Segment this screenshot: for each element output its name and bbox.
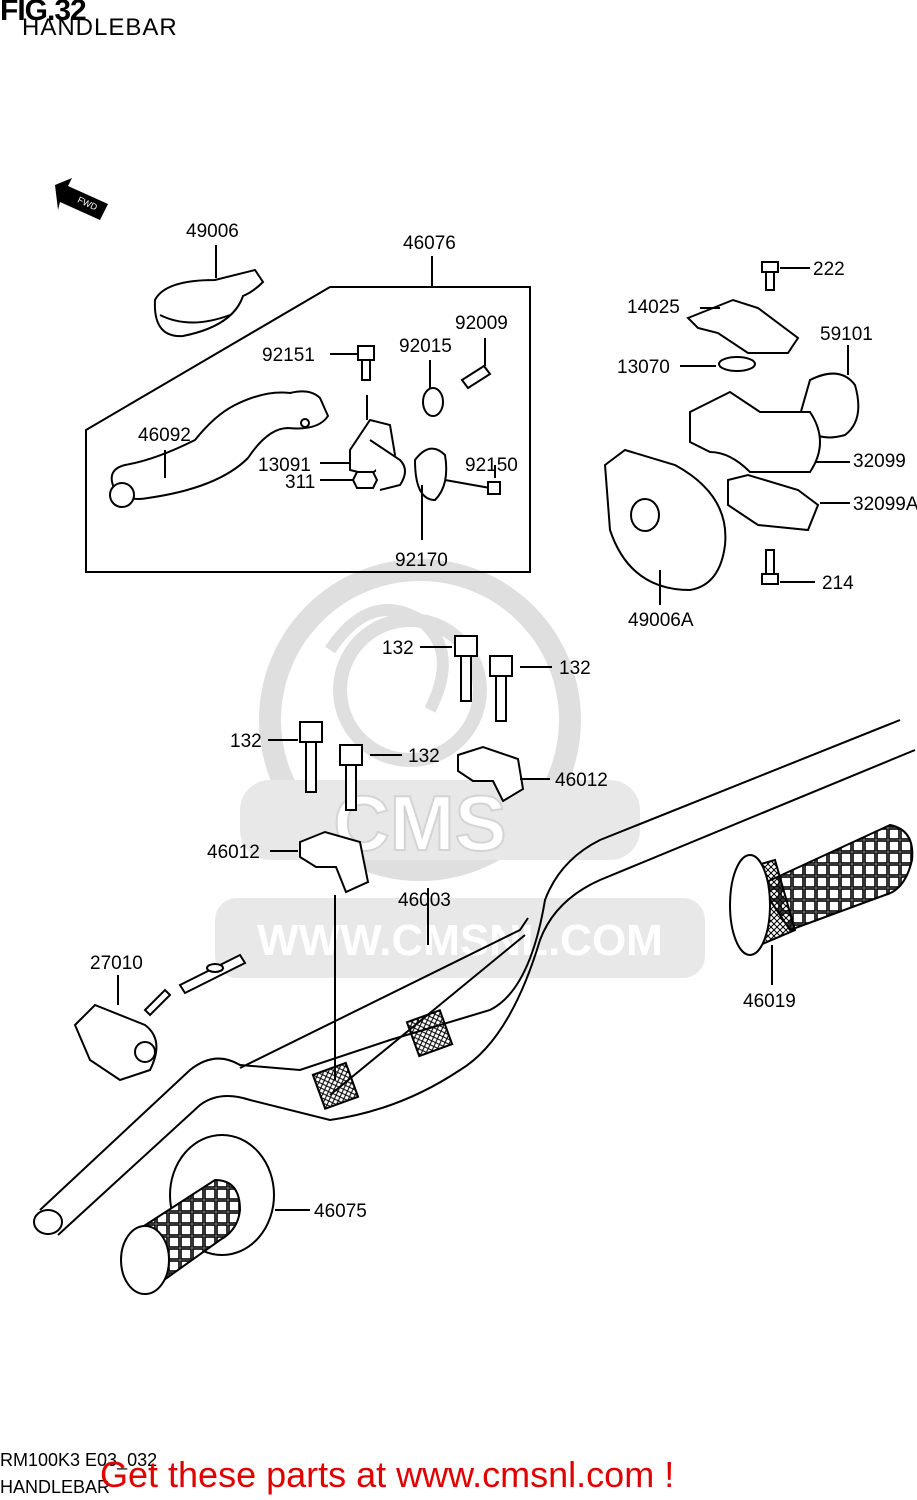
label-92015: 92015 [399, 336, 452, 357]
label-46075: 46075 [314, 1201, 367, 1222]
nut-311-part [320, 471, 379, 489]
label-13091: 13091 [258, 455, 311, 476]
watermark-url: WWW.CMSNL.COM [257, 916, 663, 965]
label-311: 311 [285, 472, 315, 493]
switch-part [73, 953, 247, 1082]
right-grip-part [729, 823, 914, 985]
clutch-lever-part [109, 390, 330, 508]
promo-link[interactable]: Get these parts at www.cmsnl.com ! [100, 1454, 675, 1495]
label-222: 222 [813, 259, 845, 280]
handlebar-clamps [270, 745, 550, 1080]
label-132-d: 132 [408, 746, 440, 767]
label-14025: 14025 [627, 297, 680, 318]
diagram-code: RM100K3 E03_032 [0, 1450, 158, 1470]
label-32099A: 32099A [853, 494, 917, 515]
label-32099: 32099 [853, 451, 906, 472]
handlebar-part [33, 719, 916, 1236]
label-46076: 46076 [403, 233, 456, 254]
label-46012-a: 46012 [555, 770, 608, 791]
figure-number: FIG.32 [0, 0, 87, 27]
label-13070: 13070 [617, 357, 670, 378]
label-92009: 92009 [455, 313, 508, 334]
label-27010: 27010 [90, 953, 143, 974]
label-132-a: 132 [382, 638, 414, 659]
adjuster-parts [422, 338, 492, 417]
footer-title: HANDLEBAR [0, 1477, 111, 1497]
label-92170: 92170 [395, 550, 448, 571]
lever-assembly-box [85, 256, 531, 573]
label-49006A: 49006A [628, 610, 694, 631]
label-92150: 92150 [465, 455, 518, 476]
fwd-arrow-icon: FWD [55, 178, 108, 220]
clamp-bolts [268, 635, 552, 811]
label-46012-b: 46012 [207, 842, 260, 863]
screw-92151-part [330, 345, 375, 381]
lever-holder-part [320, 395, 406, 491]
label-49006: 49006 [186, 221, 239, 242]
label-46003: 46003 [398, 890, 451, 911]
throttle-parts [603, 261, 860, 605]
label-214: 214 [822, 573, 854, 594]
label-132-b: 132 [559, 658, 591, 679]
collar-bolt-parts [413, 447, 501, 540]
watermark: CMS WWW.CMSNL.COM [215, 559, 705, 978]
part-labels: 49006 46076 222 14025 59101 92009 92015 … [90, 221, 917, 1222]
label-132-c: 132 [230, 731, 262, 752]
label-46092: 46092 [138, 425, 191, 446]
label-46019: 46019 [743, 991, 796, 1012]
left-grip-part [120, 1134, 310, 1295]
page-title: HANDLEBAR [22, 14, 178, 41]
lever-cover-part [153, 245, 265, 338]
label-59101: 59101 [820, 324, 873, 345]
label-92151: 92151 [262, 345, 315, 366]
